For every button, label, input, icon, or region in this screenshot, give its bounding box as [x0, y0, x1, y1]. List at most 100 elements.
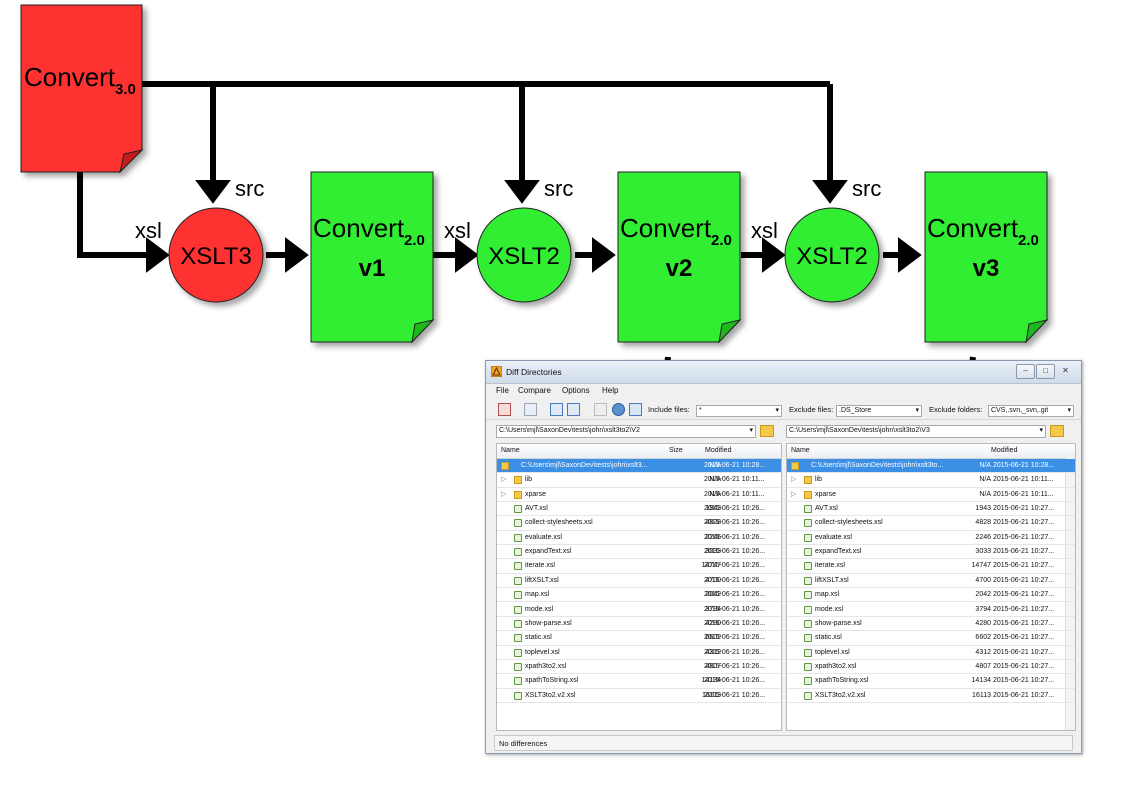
left-file-pane[interactable]: Name Size Modified C:\Users\mjl\SaxonDev… [496, 443, 782, 731]
xsl-file-icon [514, 548, 522, 557]
file-modified: 2015-06-21 10:26... [704, 533, 766, 541]
next-diff-icon[interactable] [567, 403, 580, 416]
exclude-folders-combo[interactable]: CVS,.svn,_svn,.git▾ [988, 405, 1074, 417]
file-name: AVT.xsl [815, 505, 838, 513]
right-root-row[interactable]: C:\Users\mjl\SaxonDev\tests\john\xslt3to… [787, 459, 1075, 474]
settings-gear-icon[interactable] [612, 403, 625, 416]
xsl-file-icon [514, 662, 522, 671]
file-modified: 2015-06-21 10:27... [993, 519, 1055, 527]
exclude-files-combo[interactable]: .DS_Store▾ [836, 405, 922, 417]
file-modified: 2015-06-21 10:27... [993, 533, 1055, 541]
file-size: 3794 [975, 605, 991, 613]
xsl-file-icon [804, 591, 812, 600]
src-label-3: src [852, 176, 881, 201]
convert20-v2-document [617, 171, 742, 344]
left-path-field[interactable]: C:\Users\mjl\SaxonDev\tests\john\xslt3to… [496, 425, 756, 438]
filter-icon[interactable] [629, 403, 642, 416]
minimize-button[interactable]: – [1016, 364, 1035, 379]
file-modified: 2015-06-21 10:26... [704, 648, 766, 656]
xsl-file-icon [514, 591, 522, 600]
xsl-label-3: xsl [751, 218, 778, 243]
refresh-icon[interactable] [524, 403, 537, 416]
menu-compare[interactable]: Compare [518, 386, 551, 395]
right-col-modified[interactable]: Modified [991, 447, 1018, 454]
xsl-file-icon [514, 519, 522, 528]
file-name: xpath3to2.xsl [525, 662, 567, 670]
right-file-pane[interactable]: Name Modified C:\Users\mjl\SaxonDev\test… [786, 443, 1076, 731]
left-col-size[interactable]: Size [669, 447, 683, 454]
file-size: 4828 [975, 519, 991, 527]
folder-icon [514, 490, 522, 499]
include-files-label: Include files: [648, 405, 690, 414]
right-col-name[interactable]: Name [791, 447, 810, 454]
left-col-name[interactable]: Name [501, 447, 520, 454]
file-modified: 2015-06-21 10:28... [704, 462, 766, 469]
xsl-file-icon [804, 677, 812, 686]
file-modified: 2015-06-21 10:11... [704, 476, 765, 484]
expand-arrow-icon[interactable]: ▷ [791, 476, 797, 484]
include-files-combo[interactable]: *▾ [696, 405, 782, 417]
menu-help[interactable]: Help [602, 386, 619, 395]
convert30-label: Convert3.0 [24, 62, 136, 98]
exclude-folders-label: Exclude folders: [929, 405, 983, 414]
left-browse-folder-icon[interactable] [760, 425, 774, 437]
menu-file[interactable]: File [496, 386, 509, 395]
collapse-icon[interactable] [594, 403, 607, 416]
file-name: mode.xsl [525, 605, 554, 613]
menu-options[interactable]: Options [562, 386, 590, 395]
xsl-file-icon [804, 605, 812, 614]
expand-arrow-icon[interactable]: ▷ [501, 476, 507, 484]
maximize-button[interactable]: □ [1036, 364, 1055, 379]
xsl-file-icon [514, 691, 522, 700]
close-button[interactable]: ✕ [1062, 366, 1069, 375]
file-name: AVT.xsl [525, 505, 548, 513]
open-compare-icon[interactable] [498, 403, 511, 416]
left-root-row[interactable]: C:\Users\mjl\SaxonDev\tests\john\xslt3..… [497, 459, 781, 474]
file-size: 14134 [701, 677, 721, 685]
file-name: map.xsl [815, 591, 840, 599]
file-name: evaluate.xsl [525, 533, 562, 541]
right-browse-folder-icon[interactable] [1050, 425, 1064, 437]
previous-diff-icon[interactable] [550, 403, 563, 416]
right-column-header: Name Modified [787, 444, 1075, 459]
right-vertical-scrollbar[interactable] [1065, 458, 1075, 730]
right-path-field[interactable]: C:\Users\mjl\SaxonDev\tests\john\xslt3to… [786, 425, 1046, 438]
file-size: 14134 [971, 677, 991, 685]
expand-arrow-icon[interactable]: ▷ [791, 490, 797, 498]
expand-arrow-icon[interactable]: ▷ [501, 490, 507, 498]
xsl-file-icon [804, 548, 812, 557]
left-col-modified[interactable]: Modified [705, 447, 732, 454]
